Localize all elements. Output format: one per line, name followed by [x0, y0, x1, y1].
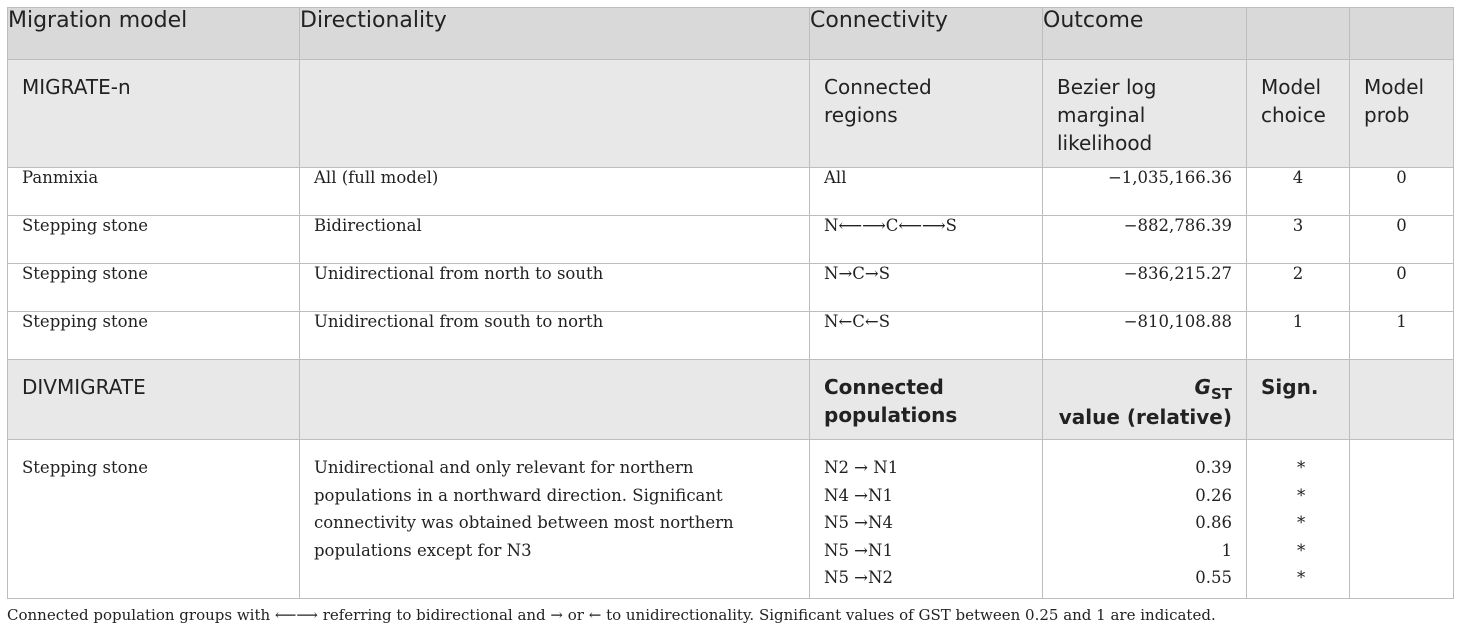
row-connectivity: All [824, 168, 847, 187]
row-prob: 0 [1396, 264, 1407, 283]
divmigrate-direction: Unidirectional and only relevant for nor… [314, 458, 734, 560]
row-prob: 1 [1396, 312, 1407, 331]
row-likelihood: −882,786.39 [1123, 216, 1232, 235]
row-connectivity: N→C→S [824, 264, 891, 283]
list-item: * [1297, 458, 1306, 477]
row-connectivity: N←C←S [824, 312, 891, 331]
list-item: 1 [1221, 540, 1233, 560]
results-table: Migration model Directionality Connectiv… [7, 7, 1454, 599]
row-prob: 0 [1396, 168, 1407, 187]
divmigrate-sign-list: * * * * * [1247, 440, 1349, 592]
gst-rest: value (relative) [1058, 405, 1232, 429]
row-model: Stepping stone [22, 312, 148, 331]
list-item: N5 →N1 [824, 540, 893, 560]
migrate-prob-header: Model prob [1364, 75, 1425, 127]
row-prob: 0 [1396, 216, 1407, 235]
list-item: * [1297, 540, 1306, 560]
table-footnote: Connected population groups with ⟵⟶ refe… [7, 606, 1216, 624]
divmigrate-sign-header: Sign. [1261, 375, 1319, 399]
table-row: Stepping stone Unidirectional from north… [7, 263, 1454, 312]
list-item: N5 →N2 [824, 568, 893, 587]
header-connectivity: Connectivity [809, 7, 1043, 60]
list-item: 0.55 [1195, 568, 1232, 587]
divmigrate-model: Stepping stone [22, 458, 148, 477]
table-row: Stepping stone Unidirectional from south… [7, 311, 1454, 360]
header-empty-1 [1246, 7, 1350, 60]
divmigrate-conn-list: N2 → N1 N4 →N1 N5 →N4 N5 →N1 N5 →N2 [810, 440, 1042, 592]
header-row: Migration model Directionality Connectiv… [7, 7, 1454, 60]
row-choice: 2 [1292, 264, 1304, 283]
header-migration-model: Migration model [7, 7, 300, 60]
row-direction: Unidirectional from south to north [314, 312, 604, 331]
row-model: Stepping stone [22, 264, 148, 283]
row-connectivity: N⟵⟶C⟵⟶S [824, 216, 957, 235]
list-item: * [1297, 485, 1306, 505]
migrate-conn-header: Connected regions [824, 75, 932, 127]
divmigrate-value-list: 0.39 0.26 0.86 1 0.55 [1043, 440, 1246, 592]
row-likelihood: −1,035,166.36 [1107, 168, 1232, 187]
divmigrate-title: DIVMIGRATE [22, 375, 146, 399]
list-item: * [1297, 568, 1306, 587]
divmigrate-conn-header: Connected populations [824, 375, 958, 427]
row-direction: Bidirectional [314, 216, 422, 235]
gst-symbol: G [1194, 375, 1211, 399]
list-item: N4 →N1 [824, 485, 893, 505]
list-item: 0.39 [1195, 458, 1232, 477]
header-outcome: Outcome [1042, 7, 1247, 60]
row-direction: Unidirectional from north to south [314, 264, 604, 283]
list-item: N2 → N1 [824, 458, 899, 477]
row-choice: 1 [1292, 312, 1304, 331]
gst-subscript: ST [1210, 385, 1232, 403]
row-choice: 3 [1292, 216, 1304, 235]
row-likelihood: −810,108.88 [1123, 312, 1232, 331]
divmigrate-section-row: DIVMIGRATE Connected populations GST val… [7, 359, 1454, 440]
migrate-outcome-header: Bezier log marginal likelihood [1057, 75, 1157, 155]
divmigrate-row: Stepping stone Unidirectional and only r… [7, 439, 1454, 599]
list-item: 0.86 [1195, 513, 1232, 532]
row-model: Stepping stone [22, 216, 148, 235]
migrate-title: MIGRATE-n [22, 75, 131, 99]
migrate-section-row: MIGRATE-n Connected regions Bezier log m… [7, 59, 1454, 168]
header-empty-2 [1349, 7, 1454, 60]
table-row: Stepping stone Bidirectional N⟵⟶C⟵⟶S −88… [7, 215, 1454, 264]
row-likelihood: −836,215.27 [1123, 264, 1232, 283]
header-directionality: Directionality [299, 7, 810, 60]
list-item: N5 →N4 [824, 513, 893, 532]
row-choice: 4 [1292, 168, 1304, 187]
list-item: * [1297, 513, 1306, 532]
list-item: 0.26 [1195, 485, 1232, 505]
divmigrate-gst-header: GST value (relative) [1043, 360, 1246, 431]
row-model: Panmixia [22, 168, 99, 187]
migrate-choice-header: Model choice [1261, 75, 1326, 127]
table-row: Panmixia All (full model) All −1,035,166… [7, 167, 1454, 216]
row-direction: All (full model) [314, 168, 439, 187]
